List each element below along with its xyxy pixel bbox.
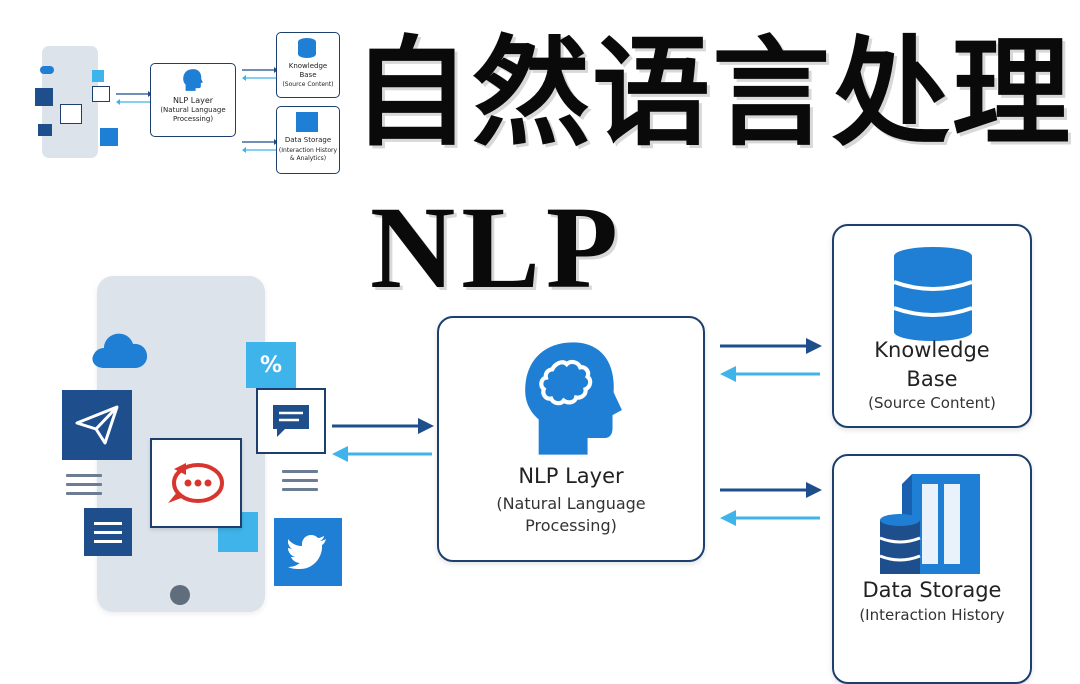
thumbnail-ds-title: Data Storage: [284, 136, 332, 144]
nlp-layer-subtitle-2: Processing): [525, 516, 617, 535]
arrows-nlp-kb: [720, 338, 822, 382]
nlp-layer-box: NLP Layer (Natural Language Processing): [437, 316, 705, 562]
thumbnail-nlp-sub1: (Natural Language: [160, 106, 226, 114]
thumbnail-twitter-icon: [100, 128, 118, 146]
knowledge-base-title-2: Base: [906, 367, 958, 391]
thumbnail-kb-sub: (Source Content): [282, 81, 334, 88]
knowledge-base-title-1: Knowledge: [874, 338, 990, 362]
thumbnail-kb-line1: Knowledge: [288, 62, 328, 70]
thumbnail-send-icon: [35, 88, 53, 106]
thumbnail-database-icon: [298, 38, 316, 58]
data-storage-box: Data Storage (Interaction History: [832, 454, 1032, 684]
thumbnail-brain-icon: [183, 69, 203, 91]
title-chinese: 自然语言处理: [352, 23, 1073, 162]
knowledge-base-box: Knowledge Base (Source Content): [832, 224, 1032, 428]
thumbnail-ds-sub2: & Analytics): [289, 155, 327, 162]
thumbnail-nlp-sub2: Processing): [172, 115, 214, 123]
nlp-layer-subtitle-1: (Natural Language: [496, 494, 646, 513]
send-icon: [62, 390, 132, 460]
twitter-icon: [274, 518, 342, 586]
percent-icon: %: [246, 342, 296, 388]
chat-icon: [150, 438, 242, 528]
thumbnail-message-icon: [92, 86, 110, 102]
nlp-layer-title: NLP Layer: [518, 464, 624, 488]
thumbnail-list-icon: [38, 124, 52, 136]
data-storage-title: Data Storage: [862, 578, 1002, 602]
thumbnail-diagram: NLP Layer (Natural Language Processing) …: [30, 30, 350, 180]
thumbnail-cloud-icon: [40, 66, 54, 74]
thumbnail-nlp-title: NLP Layer: [172, 96, 214, 105]
data-storage-subtitle: (Interaction History: [859, 606, 1005, 624]
text-lines-right: [282, 470, 318, 497]
list-icon: [84, 508, 132, 556]
knowledge-base-subtitle: (Source Content): [868, 394, 996, 412]
phone-home-button: [170, 585, 190, 605]
database-icon: [893, 247, 973, 341]
thumbnail-percent-icon: [92, 70, 104, 82]
thumbnail-kb-line2: Base: [299, 71, 317, 79]
thumbnail-arrows-left: [116, 91, 152, 105]
thumbnail-server-icon: [296, 112, 318, 132]
arrows-nlp-ds: [720, 482, 822, 526]
arrows-phone-nlp: [332, 418, 434, 462]
thumbnail-ds-sub1: (Interaction History: [278, 147, 338, 154]
message-icon: [256, 388, 326, 454]
thumbnail-arrows-right: [242, 67, 278, 153]
cloud-icon: [92, 333, 148, 368]
text-lines-left: [66, 474, 102, 501]
server-icon: [879, 474, 980, 574]
brain-icon: [525, 342, 622, 455]
title-english: NLP: [370, 182, 624, 313]
thumbnail-chat-icon: [60, 104, 82, 124]
